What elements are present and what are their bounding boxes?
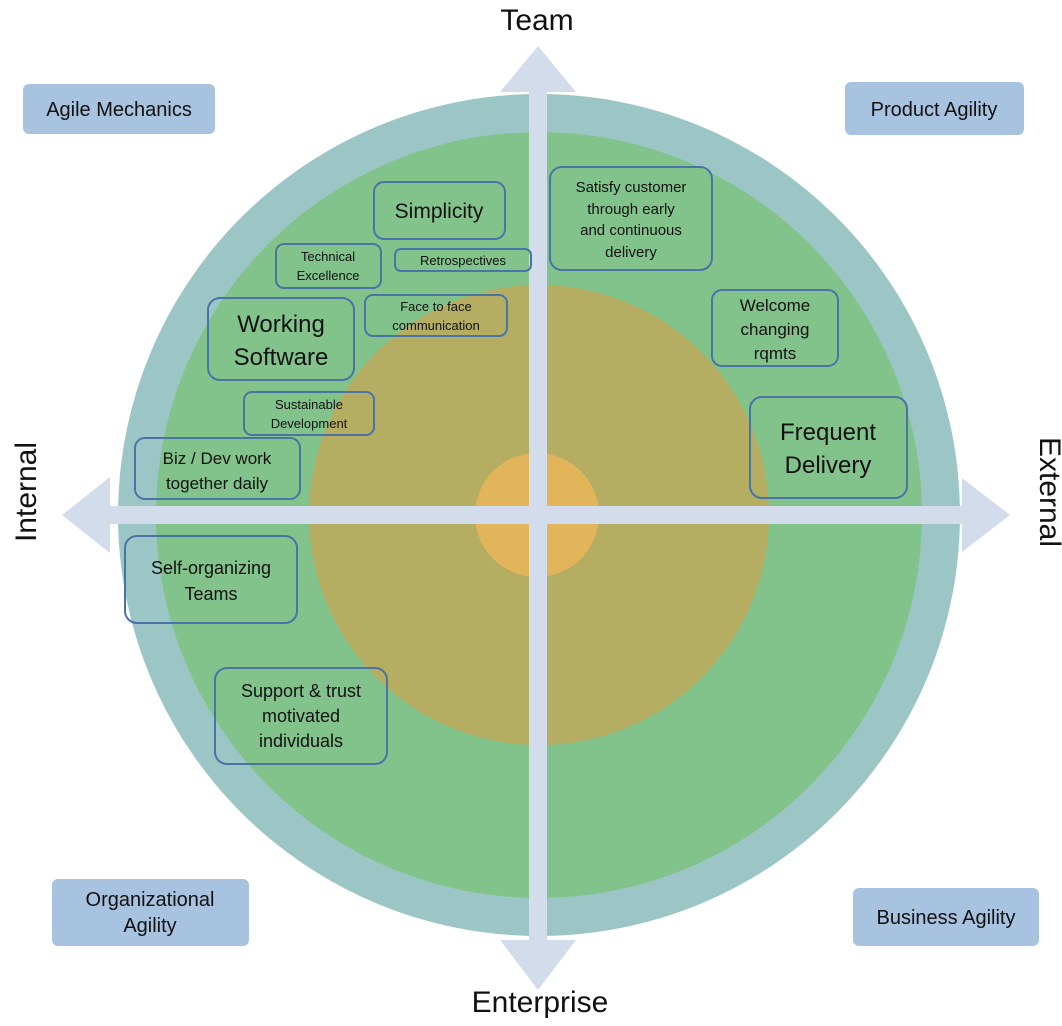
- principle-label: Simplicity: [395, 200, 484, 223]
- principle-box: [243, 391, 375, 436]
- principle-label-line-1: Working: [237, 311, 325, 338]
- principle-label-line-1: Self-organizing: [151, 558, 271, 578]
- principle-label-line-2: Software: [234, 344, 329, 371]
- quadrant-box: [52, 879, 249, 946]
- principle-box: [214, 667, 388, 765]
- quadrant-label: Product Agility: [871, 99, 998, 121]
- principle-label-line-1: Satisfy customer: [576, 179, 687, 196]
- principle-label-line-1: Biz / Dev work: [163, 449, 272, 468]
- principle-label-line-2: Development: [271, 416, 348, 431]
- principle-label-line-1: Face to face: [400, 299, 472, 314]
- principle-label-line-2: communication: [392, 318, 479, 333]
- principle-label-line-2: Teams: [184, 584, 237, 604]
- principle-face-to-face: Face to face communication: [364, 294, 508, 337]
- principle-label-line-2: through early: [587, 201, 675, 218]
- axis-label-bottom: Enterprise: [472, 986, 609, 1019]
- principle-frequent-delivery: Frequent Delivery: [749, 396, 908, 499]
- principle-box: [124, 535, 298, 624]
- quadrant-box: [853, 888, 1039, 946]
- principle-label-line-1: Welcome: [740, 296, 811, 315]
- quadrant-product-agility: Product Agility: [845, 82, 1024, 135]
- quadrant-agile-mechanics: Agile Mechanics: [23, 84, 215, 134]
- principle-retrospectives: Retrospectives: [394, 248, 532, 272]
- principle-label-line-2: Excellence: [297, 268, 360, 283]
- principle-label-line-3: rqmts: [754, 344, 797, 363]
- principle-box: [394, 248, 532, 272]
- principle-technical-excellence: Technical Excellence: [275, 243, 382, 289]
- quadrant-box: [23, 84, 215, 134]
- principle-satisfy-customer: Satisfy customer through early and conti…: [549, 166, 713, 271]
- principle-working-software: Working Software: [207, 297, 355, 381]
- principle-label-line-1: Support & trust: [241, 681, 361, 701]
- principle-box: [711, 289, 839, 367]
- principle-label-line-2: changing: [740, 320, 809, 339]
- principle-welcome-changing: Welcome changing rqmts: [711, 289, 839, 367]
- quadrant-box: [845, 82, 1024, 135]
- quadrant-label: Agile Mechanics: [46, 99, 192, 121]
- quadrant-business-agility: Business Agility: [853, 888, 1039, 946]
- vertical-axis-arrow: [500, 46, 576, 990]
- quadrant-organizational-agility: Organizational Agility: [52, 879, 249, 946]
- principle-label-line-1: Sustainable: [275, 397, 343, 412]
- principle-label-line-3: individuals: [259, 731, 343, 751]
- principle-label-line-1: Technical: [301, 249, 355, 264]
- principle-label-line-2: Delivery: [785, 452, 872, 479]
- principle-box: [275, 243, 382, 289]
- principle-box: [749, 396, 908, 499]
- principle-box: [134, 437, 301, 500]
- axis-label-left: Internal: [10, 442, 43, 542]
- axis-label-right: External: [1033, 437, 1062, 547]
- principle-box: [373, 181, 506, 240]
- axis-label-top: Team: [500, 4, 573, 37]
- quadrant-label-line-2: Agility: [123, 915, 176, 937]
- principle-support-trust: Support & trust motivated individuals: [214, 667, 388, 765]
- principle-label-line-4: delivery: [605, 244, 657, 261]
- principle-simplicity: Simplicity: [373, 181, 506, 240]
- principle-label-line-3: and continuous: [580, 222, 682, 239]
- principle-label-line-1: Frequent: [780, 419, 876, 446]
- principle-label-line-2: together daily: [166, 474, 269, 493]
- principle-box: [549, 166, 713, 271]
- principle-biz-dev-together: Biz / Dev work together daily: [134, 437, 301, 500]
- quadrant-label: Business Agility: [877, 907, 1016, 929]
- principle-box: [207, 297, 355, 381]
- quadrant-label-line-1: Organizational: [86, 889, 215, 911]
- principle-box: [364, 294, 508, 337]
- principle-self-organizing-teams: Self-organizing Teams: [124, 535, 298, 624]
- principle-sustainable-development: Sustainable Development: [243, 391, 375, 436]
- principle-label-line-2: motivated: [262, 706, 340, 726]
- principle-label: Retrospectives: [420, 253, 506, 268]
